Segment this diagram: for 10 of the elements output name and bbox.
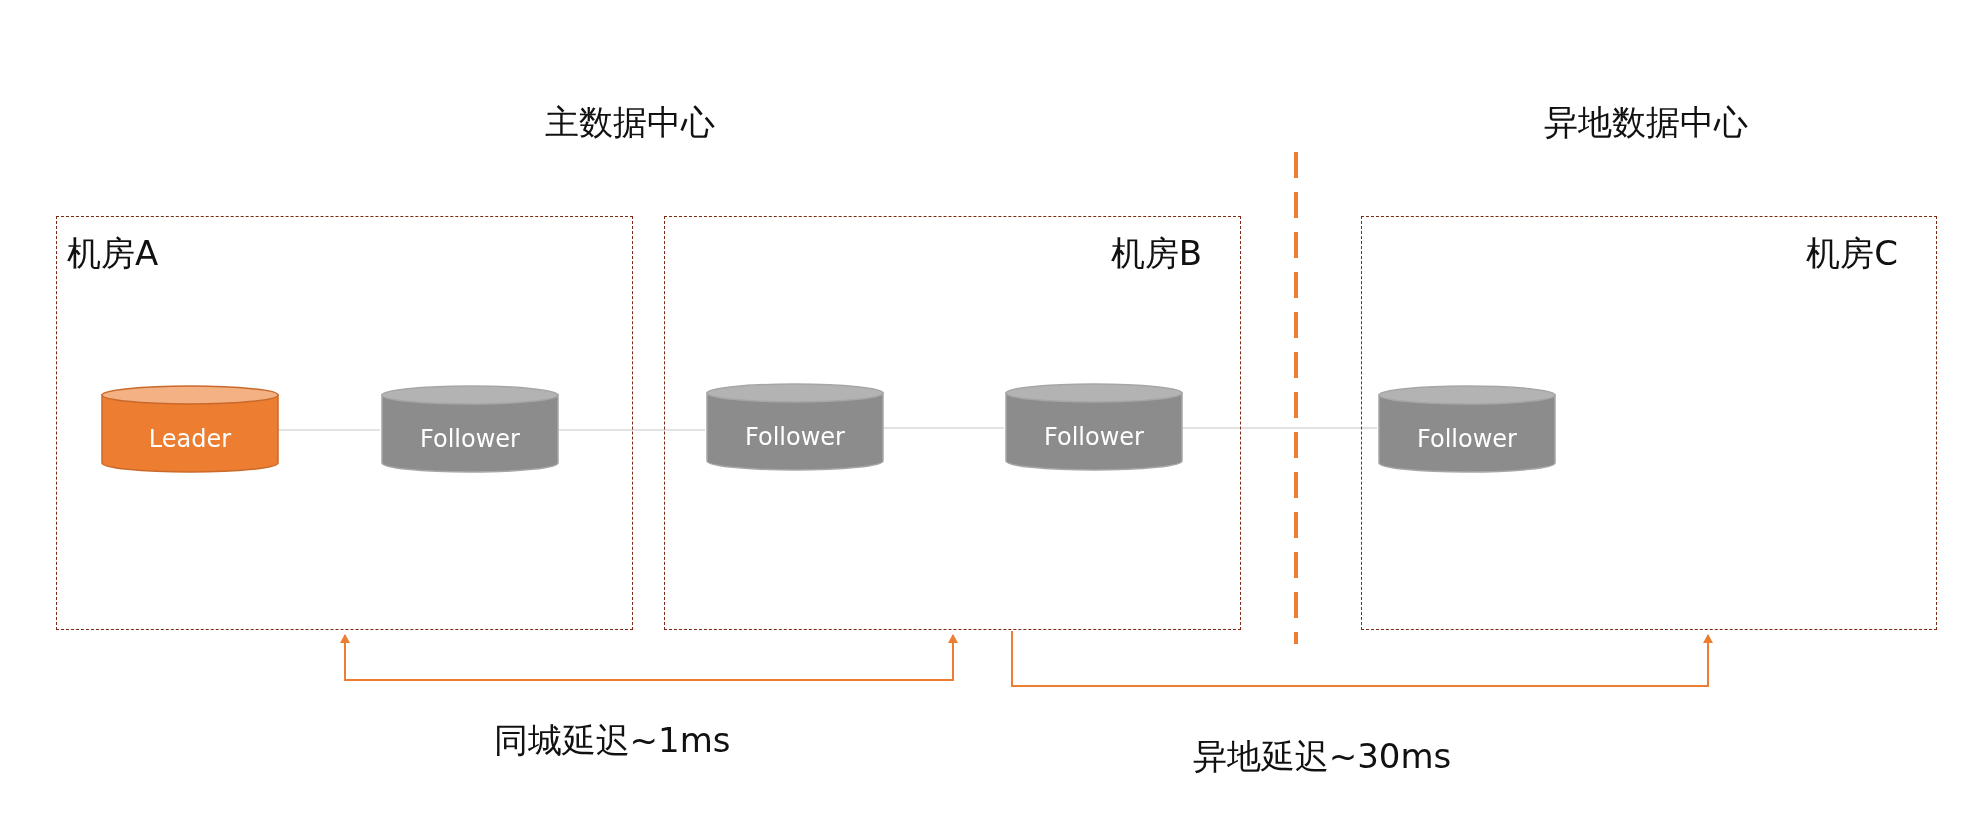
latency-arrow <box>340 634 958 681</box>
room-box <box>1361 216 1937 630</box>
latency-arrow <box>1011 630 1713 687</box>
heading: 主数据中心 <box>545 101 715 144</box>
heading: 异地数据中心 <box>1544 101 1748 144</box>
room-label: 机房A <box>67 232 159 275</box>
room-label: 机房C <box>1806 232 1898 275</box>
room-label: 机房B <box>1110 232 1202 275</box>
room-box <box>56 216 633 630</box>
room-box <box>664 216 1241 630</box>
